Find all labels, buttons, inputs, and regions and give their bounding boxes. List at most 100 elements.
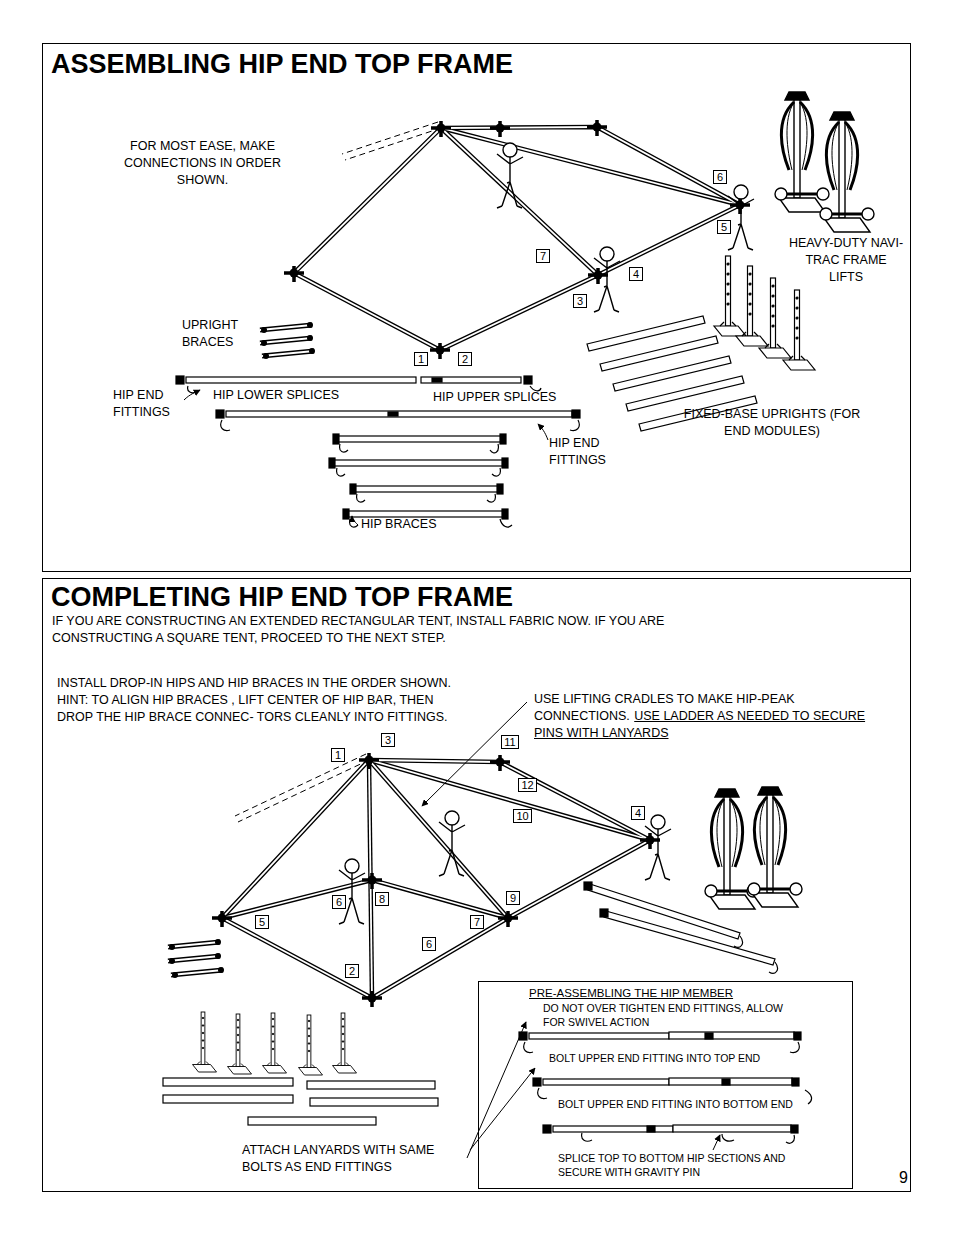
upright-posts [193, 1012, 357, 1075]
frame-part [332, 460, 504, 466]
frame-part [235, 754, 369, 822]
frame-part [163, 1078, 293, 1086]
frame-part [669, 1032, 794, 1039]
frame-part [714, 256, 746, 336]
frame-part [307, 335, 313, 341]
frame-lifts [705, 787, 802, 909]
frame-part [168, 956, 220, 961]
callout-box: 7 [536, 249, 550, 263]
frame-part [263, 353, 269, 359]
frame-lifts [775, 92, 874, 232]
frame-part [362, 873, 382, 889]
callout-box: 1 [331, 748, 345, 762]
frame-part [260, 338, 312, 343]
part-name: HIP LOWER SPLICES [213, 387, 339, 404]
frame-part [218, 967, 224, 973]
frame-part [728, 185, 754, 250]
frame-part [222, 760, 650, 998]
callout-box: 6 [422, 937, 436, 951]
frame-part [171, 970, 223, 975]
frame-part [500, 434, 506, 444]
step-text: SPLICE TOP TO BOTTOM HIP SECTIONS AND SE… [558, 1151, 808, 1179]
upright-braces [260, 322, 315, 359]
frame-part [722, 1079, 730, 1085]
frame-part [193, 1012, 217, 1072]
detail-box: PRE-ASSEMBLING THE HIP MEMBERDO NOT OVER… [478, 981, 853, 1189]
frame-part [169, 958, 175, 964]
frame-part [212, 911, 232, 927]
callout-number: 6 [717, 171, 723, 183]
workers [339, 811, 671, 924]
panel-heading: COMPLETING HIP END TOP FRAME [51, 579, 513, 615]
frame-part [388, 412, 398, 416]
frame-part [705, 1033, 713, 1039]
callout-number: 2 [349, 965, 355, 977]
frame-part [171, 970, 223, 975]
frame-part [792, 1078, 799, 1086]
frame-part [794, 1032, 801, 1040]
callout-number: 2 [462, 353, 468, 365]
frame-part [820, 112, 874, 232]
part-name: HIP UPPER SPLICES [433, 389, 556, 406]
frame-part [645, 815, 671, 880]
leader-lines [184, 390, 548, 525]
frame-part [307, 1081, 435, 1089]
frame-part [262, 351, 314, 356]
frame-part [350, 484, 356, 494]
instruction-note: IF YOU ARE CONSTRUCTING AN EXTENDED RECT… [52, 613, 762, 647]
frame-part [284, 266, 304, 282]
frame-part [310, 1098, 438, 1106]
frame-part [353, 486, 499, 492]
frame-part [339, 859, 365, 924]
frame-part [262, 351, 314, 356]
frame-part [261, 327, 267, 333]
callout-number: 5 [259, 916, 265, 928]
frame-part [502, 458, 508, 468]
frame-part [431, 121, 451, 137]
callout-number: 7 [540, 250, 546, 262]
upright-posts [714, 256, 815, 370]
frame-part [261, 340, 267, 346]
callout-number: 4 [635, 807, 641, 819]
frame-part [346, 511, 504, 517]
frame-part [168, 942, 220, 947]
instruction-panel: COMPLETING HIP END TOP FRAMEIF YOU ARE C… [42, 578, 911, 1192]
callout-number: 3 [385, 734, 391, 746]
pre-assembly-bars [519, 1032, 812, 1143]
callout-box: 3 [573, 294, 587, 308]
tent-frame [212, 753, 660, 1007]
frame-part [186, 377, 416, 383]
callout-box: 3 [381, 733, 395, 747]
frame-part [228, 1014, 252, 1074]
callout-number: 10 [516, 810, 528, 822]
frame-part [337, 444, 512, 527]
frame-part [430, 343, 450, 359]
frame-part [502, 509, 508, 519]
part-name: HIP END FITTINGS [549, 435, 621, 469]
frame-part [329, 458, 335, 468]
frame-part [307, 322, 313, 328]
callout-number: 4 [633, 268, 639, 280]
frame-part [543, 1079, 669, 1085]
callout-number: 12 [521, 779, 533, 791]
frame-part [168, 939, 221, 950]
instruction-note: INSTALL DROP-IN HIPS AND HIP BRACES IN T… [57, 675, 457, 726]
callout-box: 10 [513, 809, 532, 823]
frame-part [490, 121, 510, 137]
frame-part [538, 424, 548, 440]
page-number: 9 [899, 1168, 908, 1188]
part-name: FIXED-BASE UPRIGHTS (FOR END MODULES) [682, 406, 862, 440]
frame-part [309, 348, 315, 354]
frame-part [497, 143, 523, 208]
step-text: BOLT UPPER END FITTING INTO BOTTOM END [558, 1097, 793, 1111]
frame-part [647, 1126, 655, 1132]
frame-part [594, 247, 620, 312]
frame-part [263, 1013, 287, 1073]
frame-part [524, 376, 532, 384]
frame-part [216, 410, 224, 418]
instruction-note: ATTACH LANYARDS WITH SAME BOLTS AS END F… [242, 1142, 472, 1176]
frame-part [439, 811, 465, 876]
frame-part [176, 376, 184, 384]
frame-part [748, 787, 802, 907]
tent-frame [284, 120, 750, 359]
